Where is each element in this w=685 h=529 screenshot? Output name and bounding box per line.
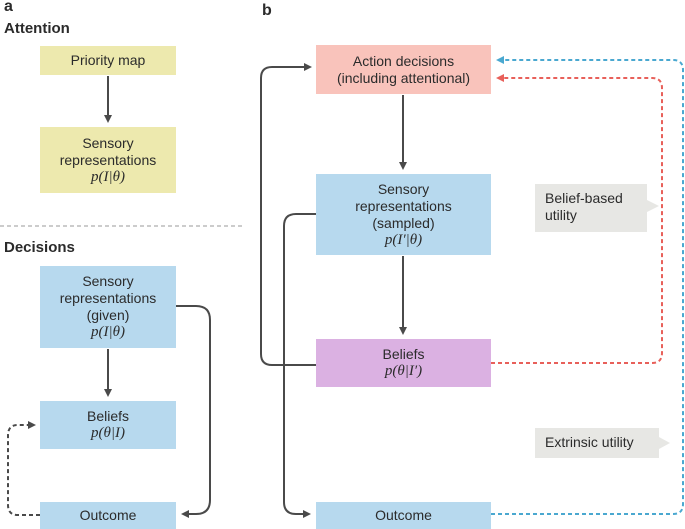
beliefs-a-formula: p(θ|I) bbox=[91, 425, 125, 441]
sensory-representations-given-box: Sensory representations (given) p(I|θ) bbox=[40, 266, 176, 348]
sensory-formula: p(I|θ) bbox=[91, 168, 125, 185]
outcome-a-label: Outcome bbox=[79, 507, 137, 523]
priority-map-box: Priority map bbox=[40, 46, 176, 75]
action-decisions-box: Action decisions (including attentional) bbox=[316, 45, 491, 94]
extrinsic-callout-pointer bbox=[659, 437, 670, 449]
sensory-line1: Sensory bbox=[82, 134, 134, 151]
outcome-b-box: Outcome bbox=[316, 502, 491, 529]
sampled-line3: (sampled) bbox=[372, 214, 435, 231]
sampled-formula: p(I′|θ) bbox=[384, 231, 423, 248]
sensory-given-line1: Sensory bbox=[82, 273, 134, 289]
sampled-line2: representations bbox=[355, 197, 452, 214]
sensory-given-formula: p(I|θ) bbox=[91, 324, 125, 340]
sensory-line2: representations bbox=[59, 151, 157, 168]
sensory-representations-attention-box: Sensory representations p(I|θ) bbox=[40, 127, 176, 193]
beliefs-b-label: Beliefs bbox=[382, 346, 425, 362]
dashed-arrow-extrinsic-utility bbox=[491, 56, 684, 515]
outcome-b-label: Outcome bbox=[375, 507, 432, 523]
sensory-representations-sampled-box: Sensory representations (sampled) p(I′|θ… bbox=[316, 174, 491, 255]
sampled-line1: Sensory bbox=[377, 180, 430, 197]
extrinsic-utility-callout: Extrinsic utility bbox=[535, 428, 659, 458]
belief-utility-line1: Belief-based bbox=[545, 190, 623, 206]
attention-title: Attention bbox=[4, 20, 70, 37]
extrinsic-utility-label: Extrinsic utility bbox=[545, 434, 634, 450]
outcome-a-box: Outcome bbox=[40, 502, 176, 529]
panel-b-label: b bbox=[262, 2, 272, 19]
belief-based-utility-callout: Belief-based utility bbox=[535, 184, 647, 232]
dashed-arrow-belief-utility bbox=[491, 74, 663, 364]
beliefs-a-label: Beliefs bbox=[86, 408, 130, 424]
beliefs-b-formula: p(θ|I′) bbox=[384, 363, 423, 379]
arrow-beliefs-to-action bbox=[260, 63, 316, 366]
sensory-given-line3: (given) bbox=[86, 307, 130, 323]
sensory-given-line2: representations bbox=[59, 290, 157, 306]
beliefs-a-box: Beliefs p(θ|I) bbox=[40, 401, 176, 449]
action-line1: Action decisions bbox=[352, 52, 455, 69]
beliefs-b-box: Beliefs p(θ|I′) bbox=[316, 339, 491, 387]
priority-map-label: Priority map bbox=[70, 52, 146, 68]
belief-utility-line2: utility bbox=[545, 207, 577, 223]
arrow-sensory-to-outcome-a bbox=[176, 305, 211, 518]
belief-callout-pointer bbox=[647, 200, 659, 212]
action-line2: (including attentional) bbox=[336, 69, 471, 86]
panel-a-label: a bbox=[4, 0, 13, 15]
dashed-arrow-outcome-to-beliefs-a bbox=[7, 421, 40, 516]
arrow-sensory-to-outcome-b bbox=[283, 213, 316, 518]
decisions-title: Decisions bbox=[4, 239, 75, 256]
